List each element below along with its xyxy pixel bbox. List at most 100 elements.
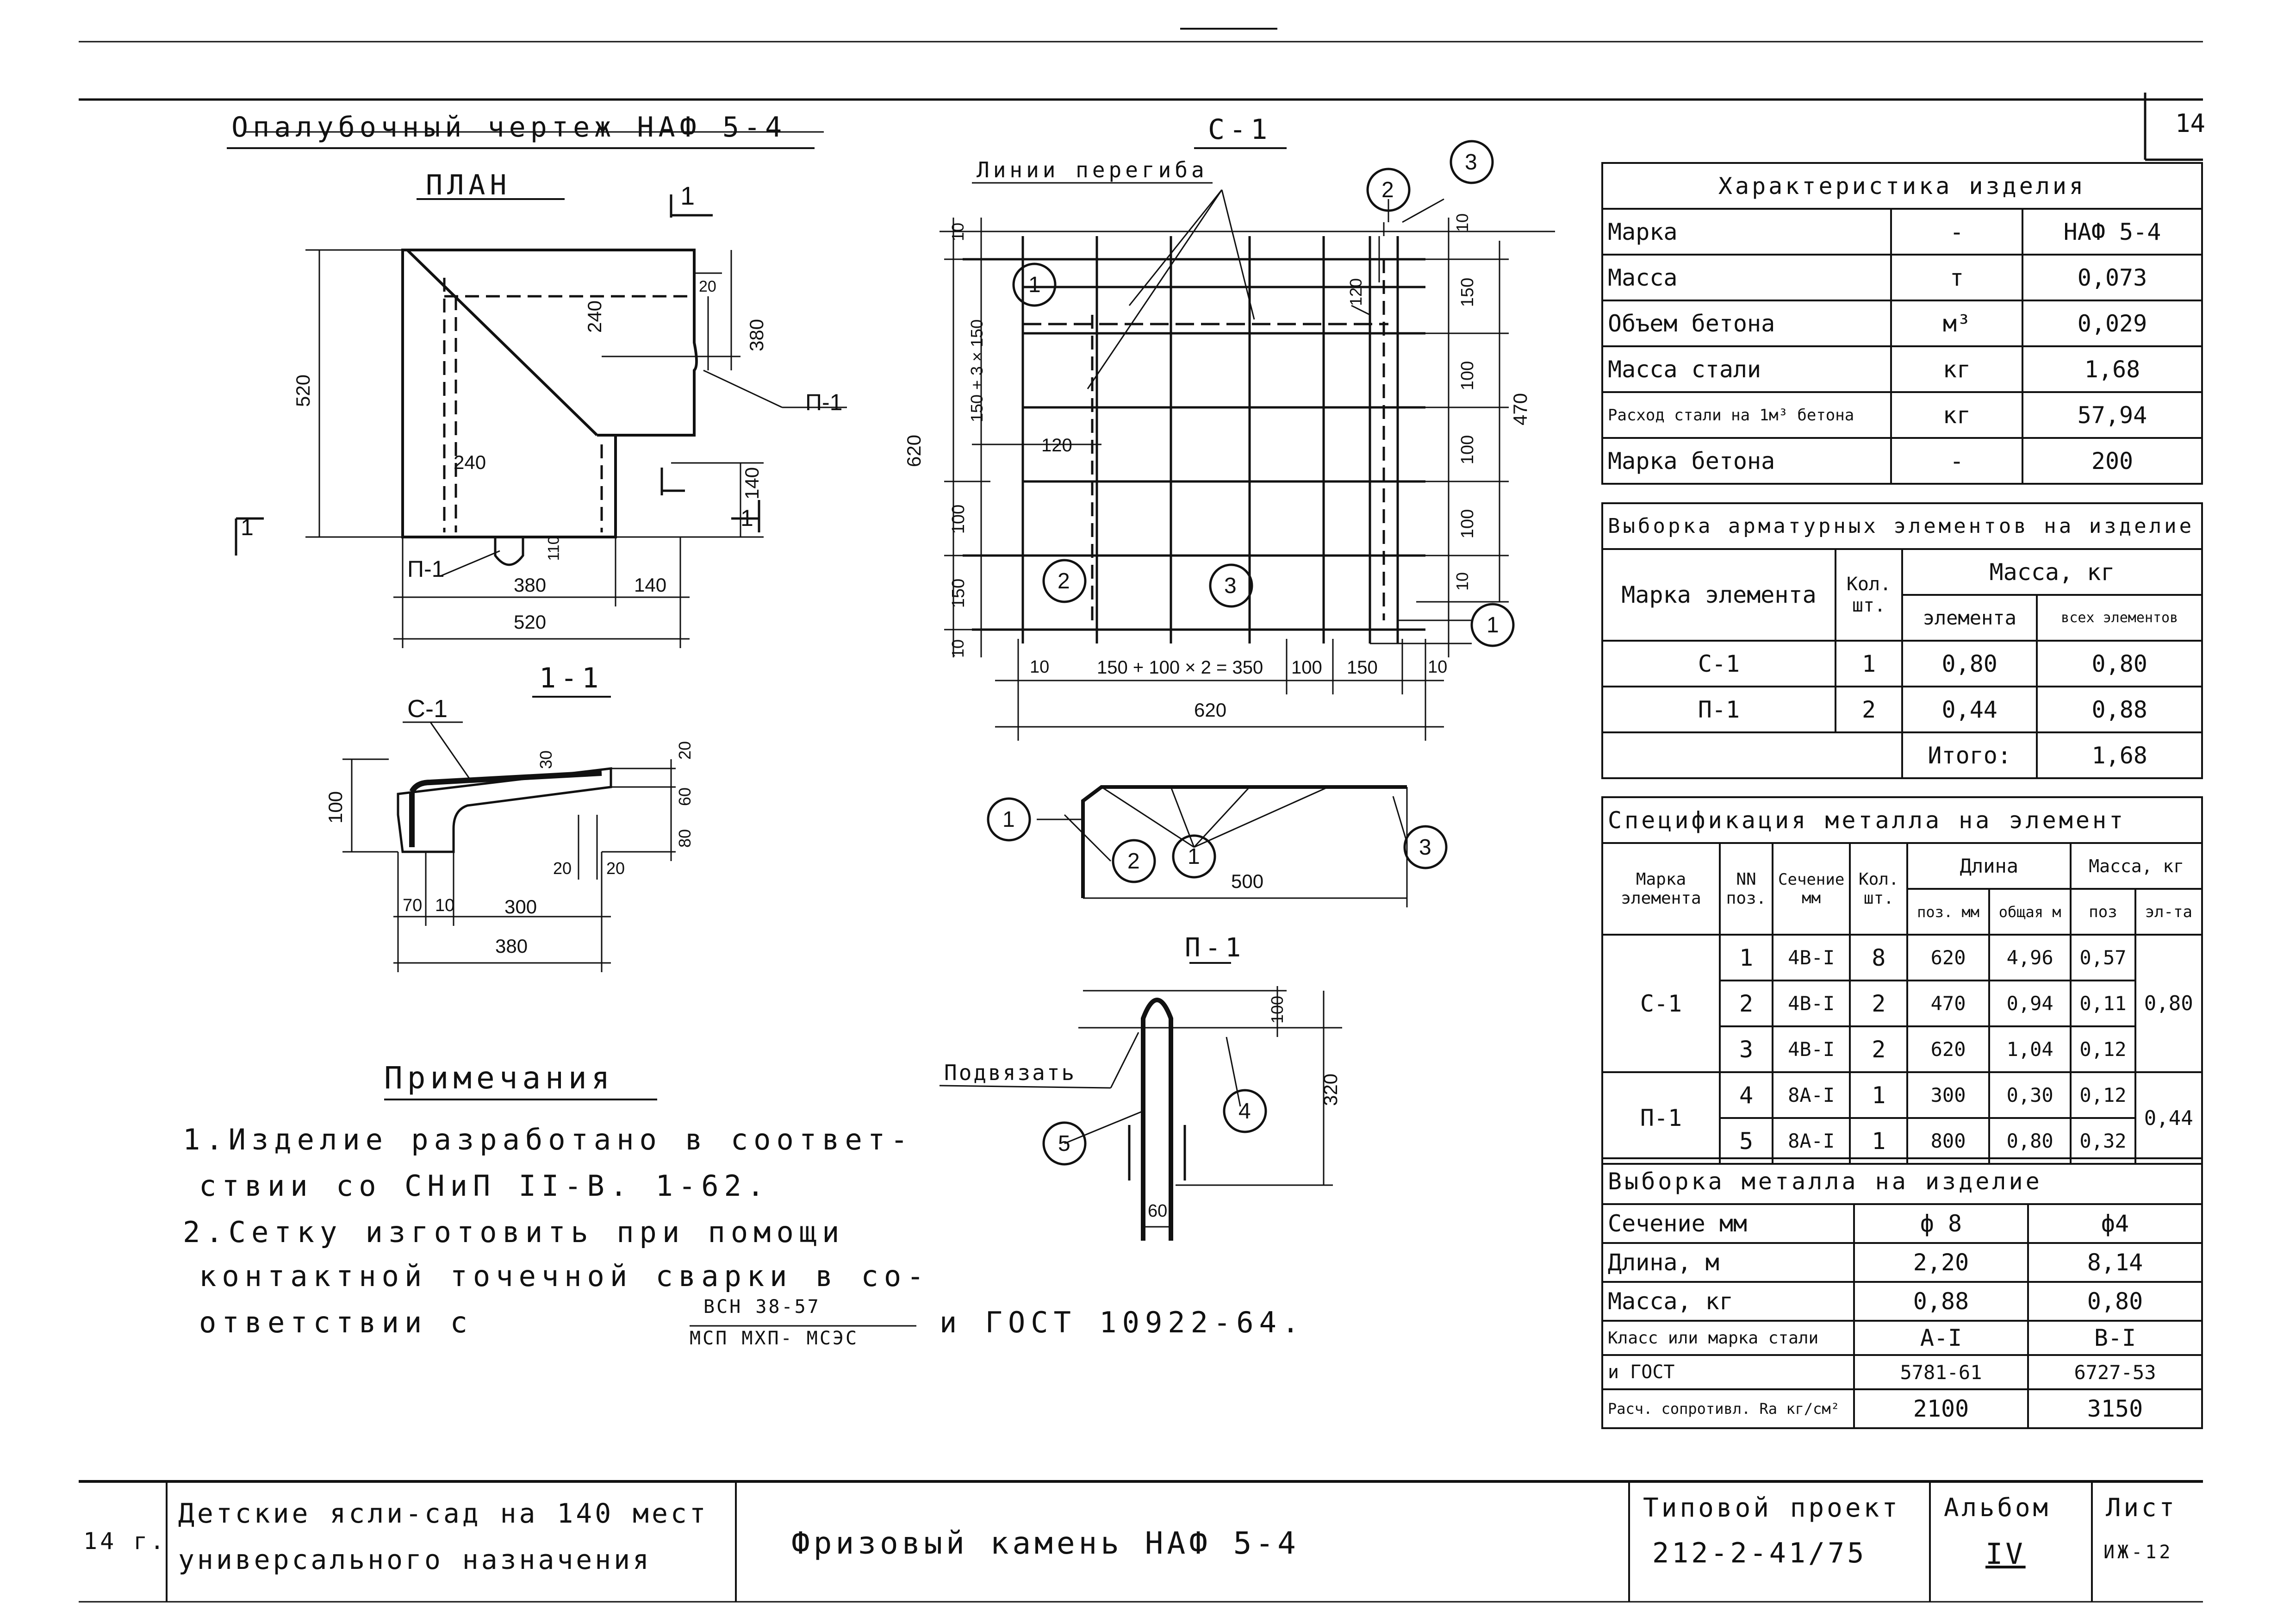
armature-table: Выборка арматурных элементов на изделие …: [1601, 502, 2203, 779]
ms-head-mass-el: эл-та: [2134, 888, 2203, 936]
armature-cell: С-1: [1601, 640, 1836, 687]
mesh-dim-10-top: 10: [948, 222, 968, 242]
dim-110: 110: [545, 536, 563, 561]
armature-head-mass: Масса, кг: [1901, 548, 2203, 596]
ms-head-sec: Сечение мм: [1771, 842, 1851, 936]
armature-head-el: элемента: [1901, 594, 2038, 642]
dim-30-section: 30: [536, 750, 556, 769]
ms-cell: 4,96: [1988, 934, 2072, 981]
mesh-dim-10-bottom: 10: [948, 639, 968, 658]
mesh-dim-150-low: 150: [949, 578, 969, 608]
char-cell: -: [1890, 437, 2023, 485]
cut-mark-top: 1: [680, 181, 695, 210]
loop-dim-320: 320: [1319, 1073, 1342, 1106]
stamp-project-label: Типовой проект: [1643, 1493, 1901, 1523]
mesh-dim-b150: 150: [1347, 657, 1378, 678]
ms-cell: 4: [1719, 1071, 1773, 1119]
ms-cell: 620: [1906, 934, 1990, 981]
ms-cell: 8: [1849, 934, 1909, 981]
char-cell: Объем бетона: [1601, 300, 1892, 347]
armature-head-mark: Марка элемента: [1601, 548, 1836, 642]
ms-cell: 0,32: [2070, 1117, 2136, 1165]
loop-label: П-1: [1185, 933, 1246, 963]
stamp-project-no: 212-2-41/75: [1652, 1537, 1867, 1569]
bend-lines-label: Линии перегиба: [977, 157, 1208, 182]
char-cell: Масса стали: [1601, 345, 1892, 393]
sample-cell: В-I: [2027, 1320, 2203, 1356]
note-line-2: ствии со СНиП II-В. 1-62.: [199, 1169, 770, 1203]
stamp-album-no: IV: [1985, 1537, 2026, 1571]
ms-mark-p1: П-1: [1601, 1071, 1721, 1165]
ms-cell: 0,12: [2070, 1071, 2136, 1119]
sample-cell: Класс или марка стали: [1601, 1320, 1855, 1356]
stamp-album-label: Альбом: [1944, 1493, 2051, 1522]
sample-cell: А-I: [1853, 1320, 2029, 1356]
ms-cell: 0,80: [1988, 1117, 2072, 1165]
sample-cell: и ГОСТ: [1601, 1354, 1855, 1390]
ms-cell: 1: [1849, 1071, 1909, 1119]
armature-total-value: 1,68: [2036, 731, 2203, 779]
dim-100-section: 100: [324, 791, 347, 824]
mesh-dim-470: 470: [1509, 393, 1531, 426]
sample-cell: 2,20: [1853, 1242, 2029, 1283]
armature-title: Выборка арматурных элементов на изделие: [1601, 502, 2203, 550]
cut-1-left: 1: [241, 514, 254, 540]
armature-blank: [1601, 731, 1903, 779]
ms-cell: 1: [1719, 934, 1773, 981]
sample-cell: 8,14: [2027, 1242, 2203, 1283]
stamp-object-2: универсального назначения: [178, 1544, 652, 1575]
side-dim-500: 500: [1231, 870, 1264, 892]
section-label: 1-1: [539, 662, 604, 694]
mesh-dim-150-r: 150: [1458, 277, 1478, 307]
sample-cell: Длина, м: [1601, 1242, 1855, 1283]
ms-cell: 470: [1906, 980, 1990, 1027]
dim-20-section-top: 20: [675, 741, 695, 760]
dim-140-bottom: 140: [634, 574, 667, 596]
char-cell: 200: [2022, 437, 2203, 485]
mesh-dim-100-left: 100: [949, 504, 969, 534]
pos-2a: 2: [1058, 569, 1070, 593]
sample-cell: ф4: [2027, 1203, 2203, 1244]
note-frac-den: МСП МХП- МСЭС: [690, 1328, 859, 1349]
pos-1a: 1: [1028, 273, 1041, 297]
char-cell: Марка: [1601, 208, 1892, 256]
dim-380-right: 380: [746, 319, 768, 352]
ms-cell: 300: [1906, 1071, 1990, 1119]
stamp-left-code: 14 г.: [83, 1528, 167, 1555]
ms-cell: 4В-I: [1771, 1025, 1851, 1073]
mesh-dim-b620: 620: [1194, 699, 1227, 721]
ms-mark-c1: С-1: [1601, 934, 1721, 1073]
formwork-title: Опалубочный чертеж НАФ 5-4: [231, 111, 787, 144]
dim-60-section: 60: [675, 787, 695, 806]
char-cell: Марка бетона: [1601, 437, 1892, 485]
sample-cell: 2100: [1853, 1388, 2029, 1429]
pos-3a: 3: [1224, 574, 1237, 598]
mesh-dim-b10: 10: [1030, 657, 1050, 677]
tag-p1-right: П-1: [805, 389, 843, 415]
char-cell: Масса: [1601, 254, 1892, 301]
char-cell: м³: [1890, 300, 2023, 347]
dim-140-right: 140: [741, 467, 763, 500]
mesh-dim-b350: 150 + 100 × 2 = 350: [1097, 657, 1263, 678]
ms-cell: 4В-I: [1771, 980, 1851, 1027]
cut-1-right: 1: [740, 505, 753, 531]
ms-cell: 2: [1849, 980, 1909, 1027]
metal-spec-title: Спецификация металла на элемент: [1601, 796, 2203, 844]
ms-cell: 0,57: [2070, 934, 2136, 981]
ms-head-qty: Кол. шт.: [1849, 842, 1909, 936]
sample-cell: Масса, кг: [1601, 1281, 1855, 1322]
stamp-drawing-title: Фризовый камень НАФ 5-4: [791, 1525, 1300, 1561]
dim-70-section: 70: [403, 896, 423, 915]
ms-head-mass: Масса, кг: [2070, 842, 2203, 890]
dim-80-section: 80: [675, 829, 695, 848]
char-cell: т: [1890, 254, 2023, 301]
mesh-dim-620-left: 620: [903, 434, 925, 468]
dim-20: 20: [699, 278, 716, 295]
pos-3b: 3: [1465, 150, 1477, 175]
characteristic-table: Характеристика изделия Марка-НАФ 5-4 Мас…: [1601, 162, 2203, 485]
ms-cell: 0,30: [1988, 1071, 2072, 1119]
armature-cell: 0,44: [1901, 686, 2038, 733]
mesh-dim-b10b: 10: [1428, 657, 1448, 677]
char-cell: 0,073: [2022, 254, 2203, 301]
side-pos-3: 3: [1419, 835, 1431, 860]
